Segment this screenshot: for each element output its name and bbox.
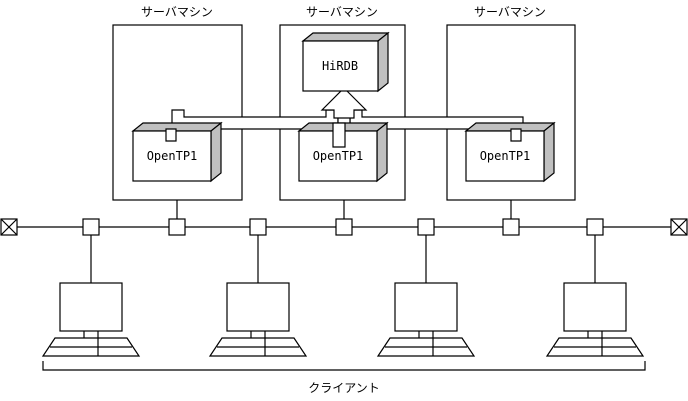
- opentp1-right-label: OpenTP1: [480, 149, 531, 163]
- client-bracket: クライアント: [42, 361, 646, 395]
- client-1-screen: [59, 282, 123, 332]
- opentp1-center-label: OpenTP1: [313, 149, 364, 163]
- bus-tap-client-3: [417, 218, 435, 236]
- client-3: [376, 282, 476, 357]
- bus-tap-server-2: [335, 218, 353, 236]
- server-drop-lines: [176, 200, 512, 219]
- bus-tap-server-1: [168, 218, 186, 236]
- hirdb-front-face: [302, 40, 379, 92]
- client-2: [208, 282, 308, 357]
- hirdb-side-face: [377, 31, 389, 93]
- client-4-screen: [563, 282, 627, 332]
- opentp1-center-side-face: [376, 121, 388, 183]
- opentp1-center-node: OpenTP1: [297, 121, 389, 183]
- client-drop-lines: [90, 235, 596, 283]
- hirdb-arrow: [320, 87, 368, 119]
- bus-terminator-right: [670, 218, 688, 236]
- opentp1-left-side-face: [210, 121, 222, 183]
- opentp1-right-pipe-entry: [510, 128, 522, 142]
- server-frame-labels: サーバマシン サーバマシン サーバマシン: [141, 5, 546, 19]
- opentp1-left-top-face: [131, 122, 223, 132]
- client-bracket-line: [42, 361, 646, 371]
- bus-tap-client-1: [82, 218, 100, 236]
- bus-tap-server-3: [502, 218, 520, 236]
- network-bus: [0, 218, 688, 236]
- hirdb-label: HiRDB: [322, 59, 358, 73]
- bus-tap-client-2: [249, 218, 267, 236]
- opentp1-left-pipe-entry: [165, 128, 177, 142]
- opentp1-right-top-face: [464, 122, 556, 132]
- opentp1-right-side-face: [543, 121, 555, 183]
- client-caption: クライアント: [308, 381, 380, 395]
- bus-terminator-left: [0, 218, 18, 236]
- bus-tap-client-4: [586, 218, 604, 236]
- server-machine-label-left: サーバマシン: [141, 5, 213, 19]
- hirdb-top-face: [301, 32, 390, 42]
- opentp1-center-pipe-entry: [332, 122, 346, 148]
- server-frame-center: [279, 24, 406, 201]
- client-3-screen: [394, 282, 458, 332]
- opentp1-right-front-face: [465, 130, 545, 182]
- hirdb-node: HiRDB: [301, 31, 390, 93]
- opentp1-left-label: OpenTP1: [147, 149, 198, 163]
- opentp1-left-node: OpenTP1: [131, 121, 223, 183]
- opentp1-right-node: OpenTP1: [464, 121, 556, 183]
- client-4: [545, 282, 645, 357]
- server-machine-label-center: サーバマシン: [306, 5, 378, 19]
- server-machine-label-right: サーバマシン: [474, 5, 546, 19]
- client-2-screen: [226, 282, 290, 332]
- client-1: [41, 282, 141, 357]
